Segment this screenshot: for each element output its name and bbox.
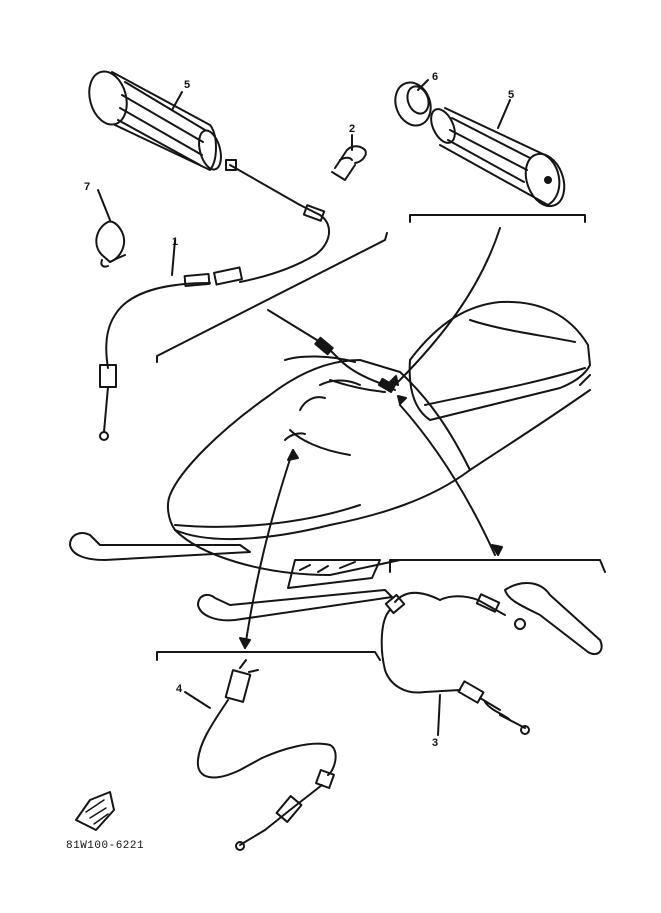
leader-line — [399, 404, 496, 556]
callout-grip-end: 6 — [432, 71, 438, 83]
sub-assembly-icon — [75, 791, 115, 831]
callout-choke-cable: 4 — [176, 683, 183, 695]
throttle-cable — [99, 159, 330, 441]
callout-leader — [417, 79, 429, 91]
arrow-head — [491, 544, 503, 556]
callout-brake-cable: 3 — [432, 737, 438, 749]
arrow-head — [239, 637, 251, 649]
callout-leader — [497, 99, 511, 129]
arrow-head — [397, 395, 407, 405]
cable-routing — [329, 379, 386, 393]
grip-right — [430, 107, 566, 208]
upper-right-bracket — [409, 214, 586, 223]
leader-line — [267, 309, 326, 346]
grip-left — [88, 70, 222, 171]
callout-leader — [171, 91, 183, 111]
callout-leader — [171, 239, 176, 276]
arrow-head — [287, 449, 299, 461]
cable-connector — [377, 377, 396, 393]
cable-connector — [314, 336, 334, 356]
upper-left-bracket — [156, 232, 388, 363]
callout-leader — [437, 694, 441, 736]
callout-leader — [97, 189, 111, 221]
choke-cable — [196, 659, 337, 851]
callout-wire-band: 7 — [84, 181, 90, 193]
brake-cable — [380, 582, 603, 735]
leader-line — [394, 227, 501, 386]
grip-end — [394, 81, 432, 127]
wire-band — [95, 220, 126, 268]
lower-left-bracket — [156, 651, 381, 661]
leader-line — [244, 449, 294, 649]
callout-grip-right: 5 — [508, 89, 514, 101]
callout-clip: 2 — [349, 123, 355, 135]
callout-throttle-cable: 1 — [172, 236, 178, 248]
snowmobile-illustration — [69, 300, 591, 622]
lower-right-bracket — [389, 559, 606, 573]
callout-leader — [184, 691, 211, 709]
clip — [331, 145, 367, 181]
part-code: 81W100-6221 — [66, 840, 144, 852]
callout-grip-left: 5 — [184, 79, 190, 91]
arrow-head — [389, 375, 399, 386]
